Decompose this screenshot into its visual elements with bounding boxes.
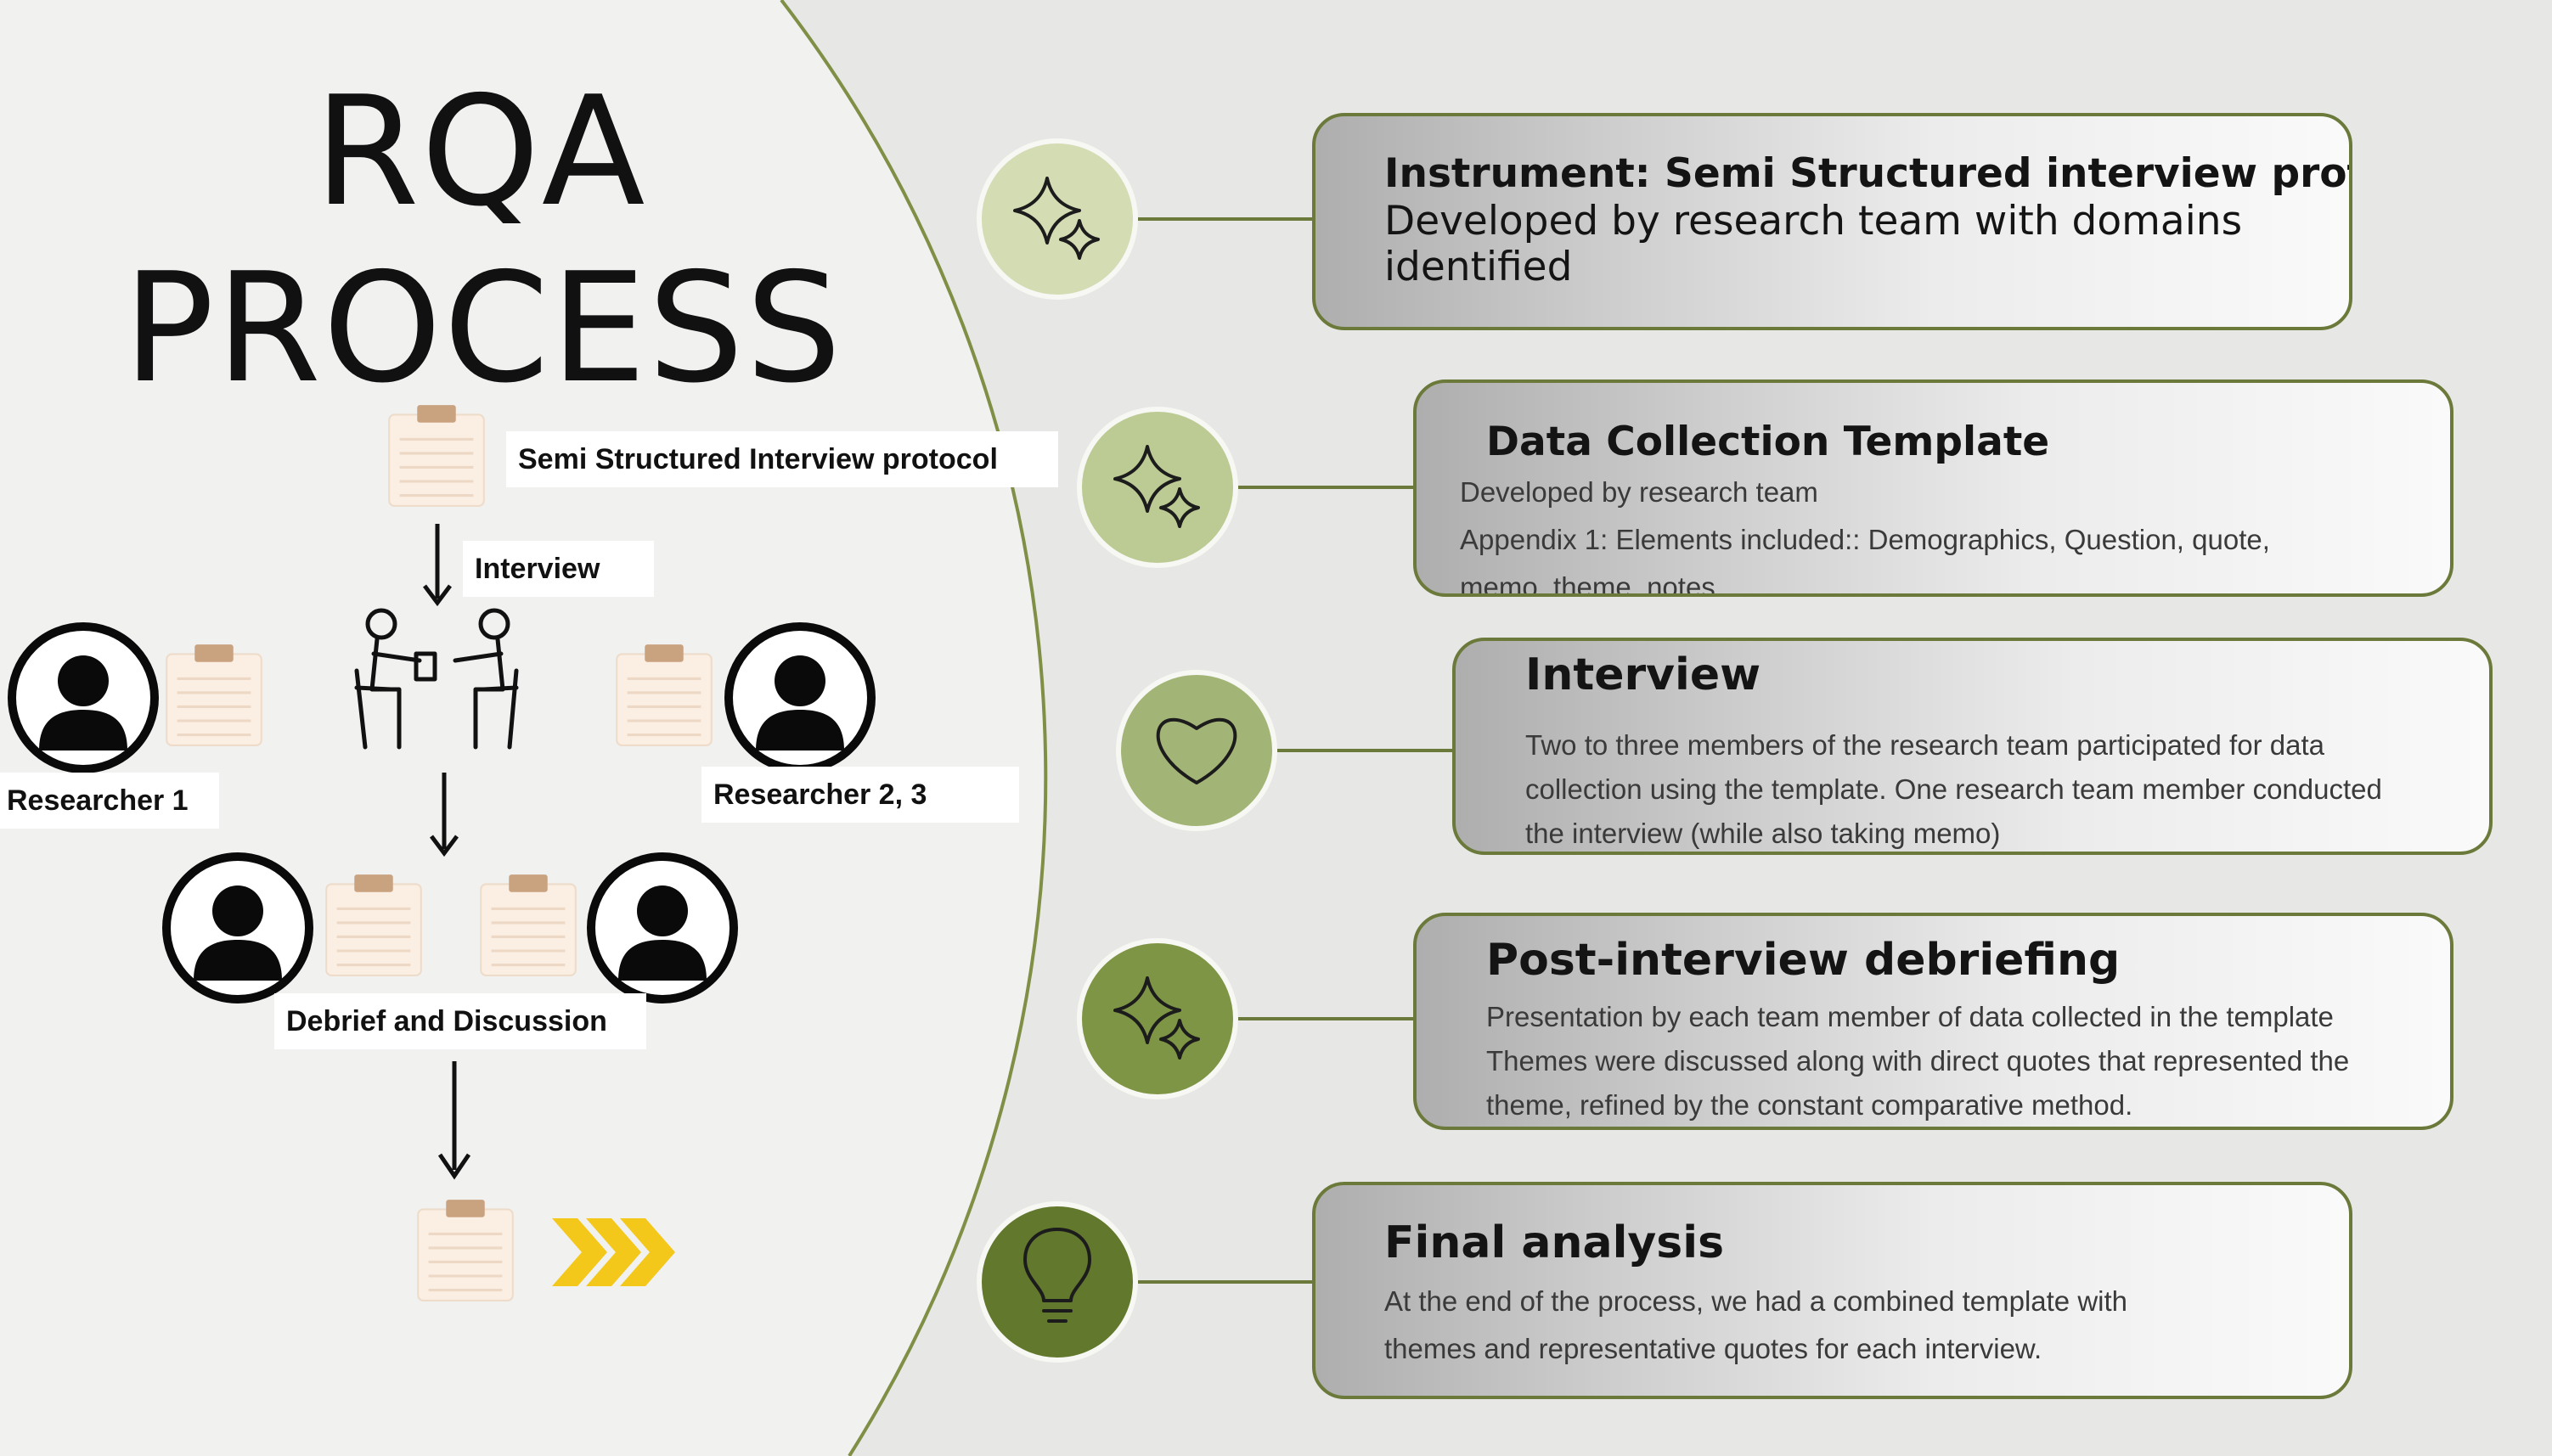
- step-card-1: Instrument: Semi Structured interview pr…: [1312, 113, 2352, 330]
- step-2-title: Data Collection Template: [1486, 419, 2050, 465]
- heart-icon: [1156, 717, 1237, 784]
- step-5-body-line-1: At the end of the process, we had a comb…: [1384, 1285, 2128, 1317]
- sparkle-icon: [1113, 445, 1200, 528]
- step-3-body-line-2: collection using the template. One resea…: [1525, 773, 2382, 805]
- arrow-down-icon: [430, 773, 459, 857]
- step-5-body-line-2: themes and representative quotes for eac…: [1384, 1333, 2042, 1364]
- step-2-body-line-2: Appendix 1: Elements included:: Demograp…: [1460, 524, 2270, 555]
- lightbulb-icon: [1023, 1228, 1091, 1323]
- protocol-label: Semi Structured Interview protocol: [506, 431, 1058, 487]
- step-1-title: Instrument: Semi Structured interview pr…: [1384, 150, 2352, 197]
- interview-label: Interview: [463, 541, 654, 597]
- timeline-node-2: [1077, 407, 1238, 568]
- step-3-body-line-3: the interview (while also taking memo): [1525, 818, 2001, 849]
- step-4-body-line-3: theme, refined by the constant comparati…: [1486, 1089, 2133, 1121]
- step-3-title: Interview: [1525, 649, 1761, 700]
- arrow-down-icon: [423, 524, 452, 607]
- arrow-down-icon: [437, 1061, 471, 1180]
- sparkle-icon: [1013, 177, 1100, 260]
- step-4-body-line-1: Presentation by each team member of data…: [1486, 1001, 2334, 1032]
- title-line-1: RQA: [314, 64, 647, 239]
- timeline-node-3: [1116, 670, 1277, 831]
- step-card-5: Final analysis At the end of the process…: [1312, 1182, 2352, 1399]
- step-1-body-line-1: Developed by research team with domains: [1384, 198, 2243, 245]
- interview-people-icon: [354, 608, 519, 750]
- step-card-4: Post-interview debriefing Presentation b…: [1413, 913, 2453, 1130]
- step-4-body-line-2: Themes were discussed along with direct …: [1486, 1045, 2350, 1077]
- step-1-body-line-2: identified: [1384, 244, 1573, 290]
- step-card-3: Interview Two to three members of the re…: [1452, 638, 2493, 855]
- step-card-2: Data Collection Template Developed by re…: [1413, 379, 2453, 597]
- chevron-right-icon: [552, 1218, 675, 1286]
- step-2-body-line-1: Developed by research team: [1460, 476, 1818, 508]
- timeline-node-4: [1077, 938, 1238, 1099]
- timeline-node-5: [977, 1201, 1138, 1363]
- step-3-body-line-1: Two to three members of the research tea…: [1525, 729, 2324, 761]
- step-5-title: Final analysis: [1384, 1217, 1725, 1268]
- title-line-2: PROCESS: [123, 240, 843, 416]
- step-4-title: Post-interview debriefing: [1486, 935, 2121, 986]
- flow-illustration: [0, 403, 1104, 1302]
- timeline-node-1: [977, 138, 1138, 300]
- sparkle-icon: [1113, 976, 1200, 1060]
- step-2-body-line-3: memo, theme, notes: [1460, 571, 1715, 597]
- researcher-2-3-label: Researcher 2, 3: [701, 767, 1019, 823]
- debrief-label: Debrief and Discussion: [274, 993, 646, 1049]
- researcher-1-label: Researcher 1: [0, 773, 219, 829]
